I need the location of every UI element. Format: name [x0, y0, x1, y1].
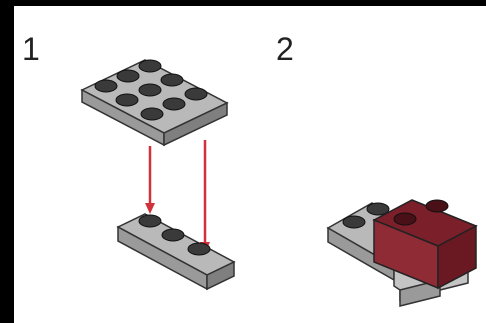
- lego-plate-2x3-icon: [80, 59, 229, 147]
- lego-plate-1x3-icon: [116, 213, 236, 291]
- lego-assembly-icon: [326, 199, 478, 307]
- step-number-2: 2: [276, 31, 294, 67]
- step-number-1: 1: [22, 31, 40, 67]
